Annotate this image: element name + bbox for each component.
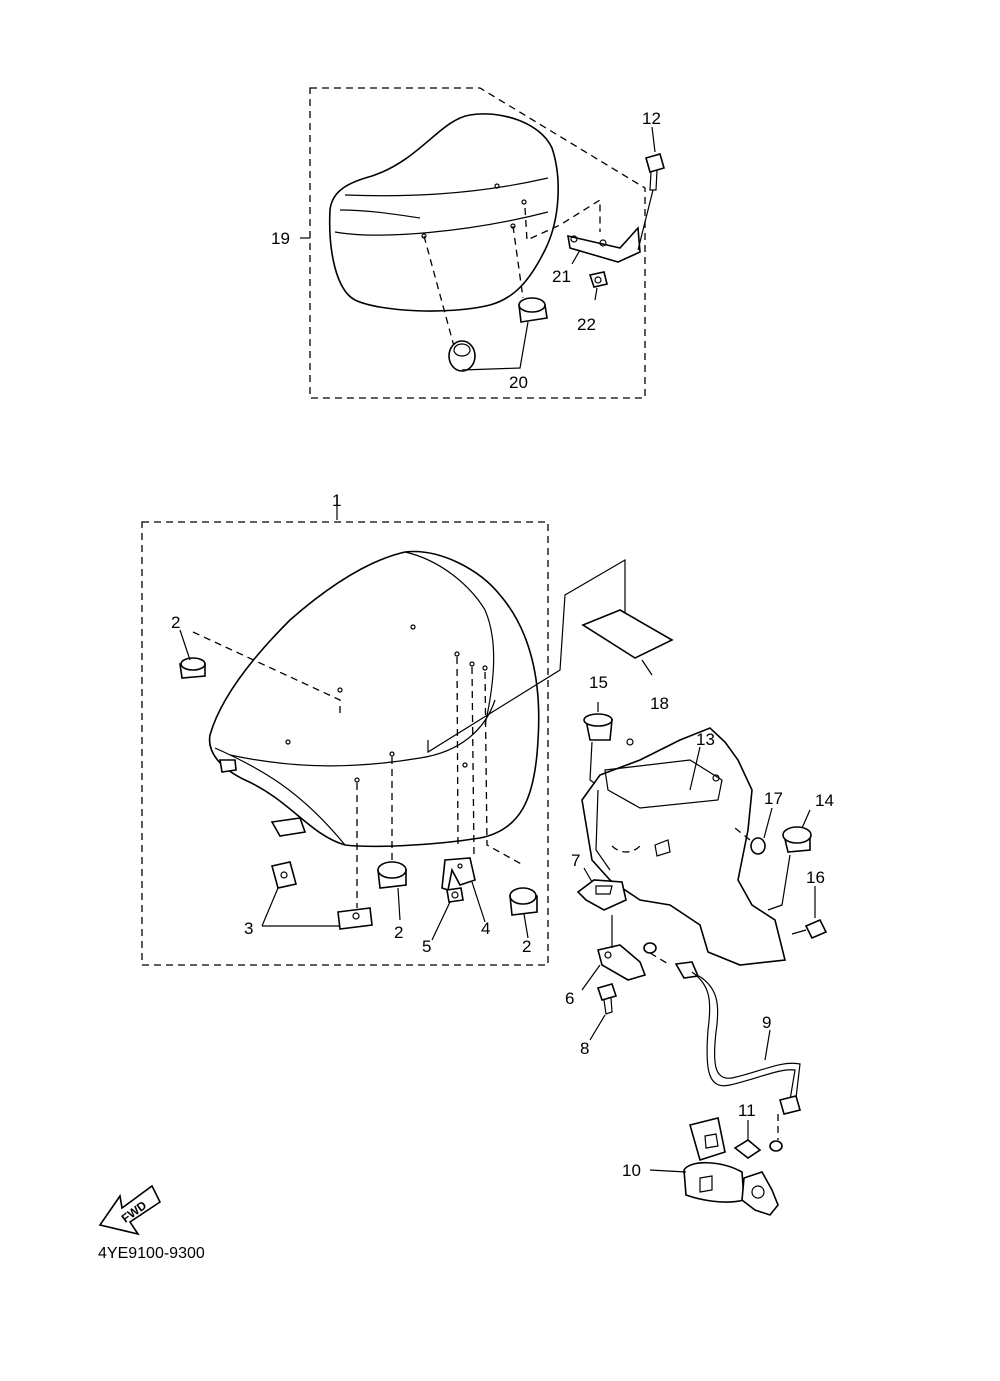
callout-2-right: 2 (522, 937, 531, 956)
cable-end-9 (643, 942, 657, 954)
callout-20: 20 (509, 373, 528, 392)
screw-17 (750, 837, 766, 855)
damper-2-left (179, 657, 206, 679)
nut-5 (446, 887, 464, 903)
rear-seat-cushion (328, 113, 559, 312)
bolt-12 (637, 153, 665, 251)
rear-seat-assembly-group (300, 87, 665, 399)
lock-bracket-7 (576, 879, 627, 911)
fwd-arrow-icon: FWD (98, 1184, 162, 1236)
callout-11: 11 (738, 1101, 756, 1120)
callout-15: 15 (589, 673, 608, 692)
seat-damper-20a (448, 340, 476, 372)
callout-5: 5 (422, 937, 431, 956)
seat-hook-6 (597, 944, 647, 981)
callout-10: 10 (622, 1161, 641, 1180)
seat-bracket-4 (441, 857, 476, 892)
damper-2-center (377, 861, 407, 889)
main-seat (208, 550, 540, 848)
callout-4: 4 (481, 919, 490, 938)
callout-13: 13 (696, 730, 715, 749)
seat-lock-10 (683, 1117, 779, 1216)
seat-damper-20b (518, 297, 548, 323)
callout-21: 21 (552, 267, 571, 286)
callout-7: 7 (571, 851, 580, 870)
caution-label-18 (581, 609, 674, 659)
callout-14: 14 (815, 791, 834, 810)
screw-11 (733, 1139, 783, 1159)
catalog-code: 4YE9100-9300 (98, 1245, 205, 1262)
callout-3: 3 (244, 919, 253, 938)
clip-nut-3a (271, 861, 297, 889)
main-seat-assembly-frame (141, 521, 549, 966)
seat-lock-cable-9 (674, 961, 801, 1115)
nut-22 (588, 271, 608, 288)
bolt-8 (596, 983, 618, 1015)
main-seat-assembly-group (141, 495, 549, 966)
callout-18: 18 (650, 694, 669, 713)
callout-9: 9 (762, 1013, 771, 1032)
callout-labels: 12 19 21 22 20 1 2 18 15 13 17 14 7 16 3… (171, 109, 834, 1180)
callout-16: 16 (806, 868, 825, 887)
grommet-14 (782, 826, 812, 853)
callout-12: 12 (642, 109, 661, 128)
grommet-15 (583, 713, 613, 741)
callout-22: 22 (577, 315, 596, 334)
screw-16 (791, 918, 828, 940)
callout-19: 19 (271, 229, 290, 248)
callout-6: 6 (565, 989, 574, 1008)
clip-nut-3b (337, 907, 373, 930)
callout-1: 1 (332, 491, 341, 510)
damper-2-right (509, 887, 538, 916)
callout-17: 17 (764, 789, 783, 808)
lock-assembly-group (427, 558, 828, 1216)
lock-cover-13 (581, 727, 786, 966)
callout-8: 8 (580, 1039, 589, 1058)
callout-2-left: 2 (171, 613, 180, 632)
callout-2-center: 2 (394, 923, 403, 942)
rear-seat-bracket-21 (567, 226, 641, 263)
